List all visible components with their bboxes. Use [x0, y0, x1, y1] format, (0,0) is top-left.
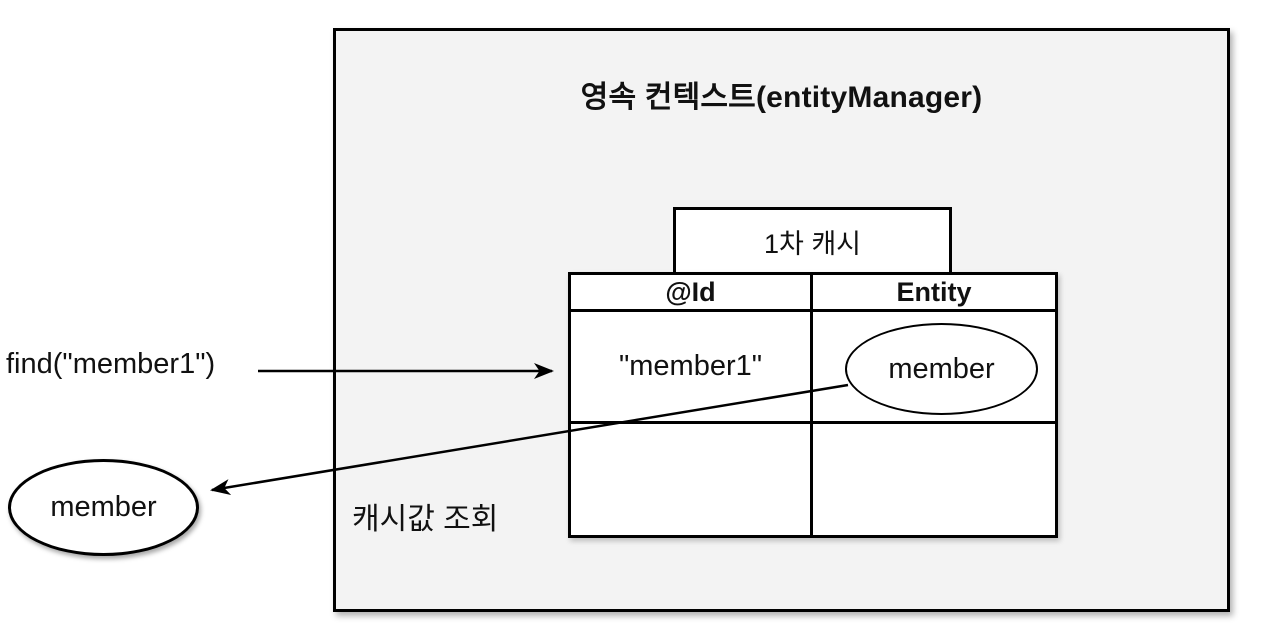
- table-cell-entity-row2: [813, 424, 1055, 536]
- first-level-cache-label-box: 1차 캐시: [673, 207, 952, 275]
- find-call-label: find("member1"): [6, 348, 216, 380]
- returned-entity-label: member: [50, 491, 157, 523]
- table-header-id: @Id: [571, 275, 813, 312]
- table-cell-id-row1: "member1": [571, 312, 813, 424]
- cached-entity-ellipse: member: [845, 323, 1038, 415]
- table-header-entity: Entity: [813, 275, 1055, 312]
- returned-entity-ellipse: member: [8, 459, 199, 556]
- cache-lookup-label: 캐시값 조회: [352, 503, 499, 536]
- persistence-context-title: 영속 컨텍스트(entityManager): [580, 81, 983, 114]
- table-cell-entity-row1: [813, 312, 1055, 424]
- table-cell-id-row2: [571, 423, 813, 535]
- first-level-cache-label: 1차 캐시: [763, 228, 862, 259]
- cached-entity-label: member: [888, 352, 995, 385]
